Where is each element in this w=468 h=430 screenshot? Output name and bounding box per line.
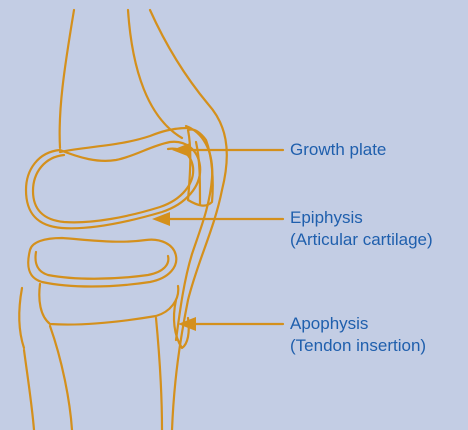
- tibia-shaft-left-inner: [50, 326, 72, 430]
- growth-plate-label-line1: Growth plate: [290, 139, 386, 161]
- tibial-plateau-inner: [36, 252, 169, 279]
- femur-outline-left: [60, 10, 74, 148]
- epiphysis-label: Epiphysis (Articular cartilage): [290, 207, 433, 251]
- tibia-shaft-right: [156, 318, 162, 430]
- apophysis-label-line1: Apophysis: [290, 313, 426, 335]
- apophysis-label-line2: (Tendon insertion): [290, 335, 426, 357]
- femur-outline-right: [128, 10, 182, 138]
- femoral-condyle-outer: [26, 142, 200, 229]
- patella-inner-line: [196, 142, 200, 204]
- tibia-growth-plate-line-2: [19, 288, 24, 348]
- apophysis-arrowhead: [178, 317, 196, 331]
- growth-plate-arrowhead: [172, 143, 190, 157]
- tibia-growth-plate-line: [39, 284, 178, 325]
- patella-front-inner: [176, 126, 212, 340]
- apophysis-label: Apophysis (Tendon insertion): [290, 313, 426, 357]
- growth-plate-label: Growth plate: [290, 139, 386, 161]
- tibia-shaft-left: [24, 350, 34, 430]
- epiphysis-label-line1: Epiphysis: [290, 207, 433, 229]
- epiphysis-label-line2: (Articular cartilage): [290, 229, 433, 251]
